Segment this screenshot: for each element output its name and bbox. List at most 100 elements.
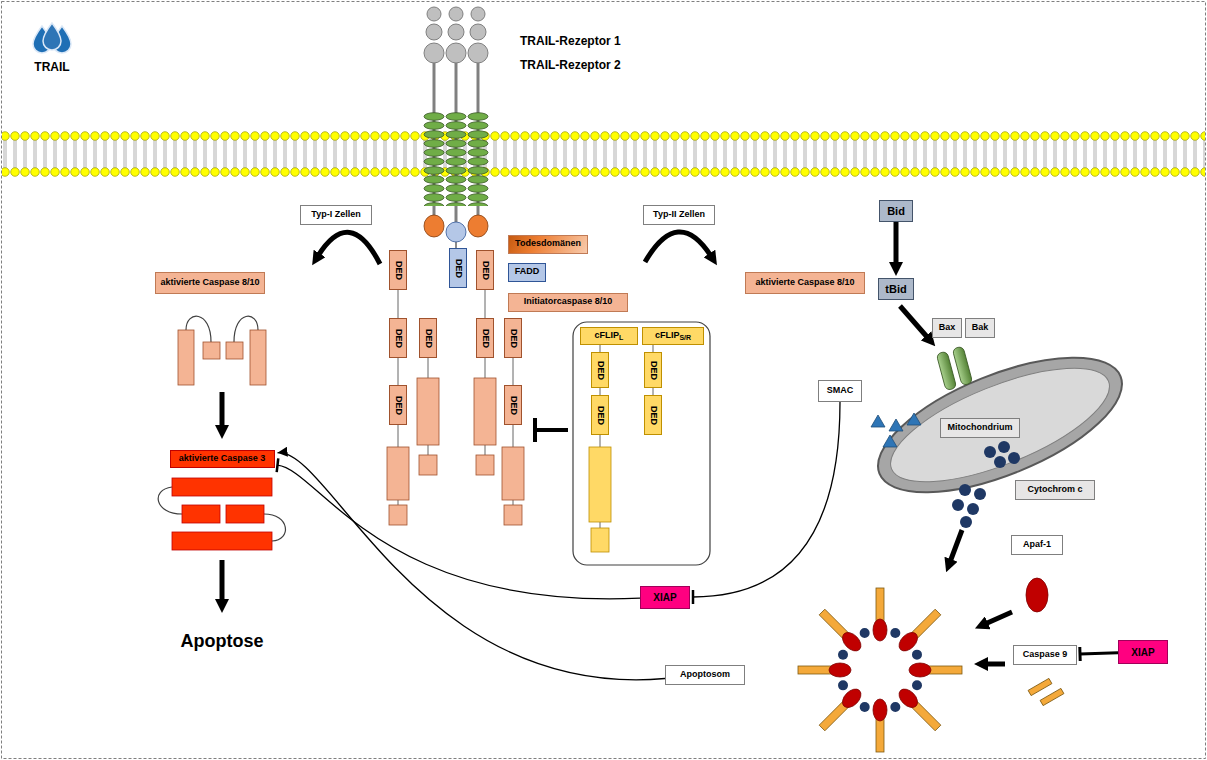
caspase3-subunit (182, 505, 220, 523)
ded-domain: DED (504, 385, 522, 425)
cytochrome-dot (967, 503, 979, 515)
type1-arrow (318, 232, 380, 264)
subscript-text: S/R (679, 334, 691, 342)
inhibition-connector (1080, 653, 1118, 654)
apoptosome-unit (909, 663, 962, 690)
node-text: DED (509, 328, 518, 347)
ded-domain: DED (389, 318, 407, 358)
node-text: Typ-I Zellen (311, 210, 360, 220)
node-text: DED (424, 328, 433, 347)
cell-membrane (2, 131, 1205, 177)
type2-arrow (645, 232, 711, 262)
node-text: Bak (972, 323, 989, 333)
apoptosome-unit (798, 650, 851, 677)
node-text: DED (649, 360, 658, 379)
key-box: FADD (508, 263, 546, 282)
node-text: XIAP (1131, 647, 1154, 658)
ded-domain: DED (476, 318, 494, 358)
inhibitor-box: XIAP (640, 586, 690, 609)
receptor-domain (426, 24, 442, 40)
protein-box: Cytochrom c (1015, 480, 1095, 500)
trail-receptor (423, 7, 489, 250)
caspase9-symbol (1040, 688, 1064, 705)
small-subunit (419, 455, 437, 475)
receptor-domain (446, 43, 466, 63)
node-text: Bax (939, 323, 956, 333)
large-subunit (589, 447, 611, 522)
protein-box: Bid (879, 200, 913, 222)
caspase3-subunit (172, 478, 272, 496)
smac-triangle (907, 413, 921, 425)
node-text: aktivierte Caspase 8/10 (160, 278, 259, 288)
ligand-drop (43, 23, 61, 50)
label-box: Apaf-1 (1011, 535, 1063, 555)
bak-pore (952, 346, 972, 386)
inhibition-bar (692, 590, 695, 604)
transmembrane-stack (423, 112, 445, 206)
block-arrow (985, 662, 1005, 667)
activation-arrow (894, 222, 899, 265)
inhibition-connector (278, 465, 641, 599)
inner-membrane (877, 345, 1123, 505)
smac-triangle (871, 415, 885, 427)
small-subunit (389, 505, 407, 525)
ded-domain: DED (644, 395, 662, 435)
smac-molecules (871, 413, 921, 447)
node-text: Mitochondrium (948, 423, 1013, 433)
trail-ligand (33, 23, 71, 53)
apoptosome-unit (860, 699, 887, 752)
large-subunit (417, 378, 439, 445)
block-arrow (985, 612, 1012, 624)
block-arrow (900, 306, 928, 338)
node-text: tBid (885, 283, 906, 295)
subscript-text: L (619, 334, 623, 342)
cytochrome-dot (984, 446, 996, 458)
node-text: DED (596, 405, 605, 424)
ded-domain: DED (449, 248, 467, 288)
node-text: cFLIP (595, 331, 620, 341)
small-subunit (203, 342, 220, 359)
large-subunit (474, 378, 496, 445)
caspase-chains (387, 250, 524, 525)
receptor-domain (427, 7, 441, 21)
ded-domain: DED (591, 352, 609, 388)
block-arrow (220, 560, 225, 602)
receptor-domain (468, 43, 488, 63)
node-text: Typ-II Zellen (653, 210, 705, 220)
ded-domain: DED (504, 318, 522, 358)
smac-triangle (889, 419, 903, 431)
cflip-box: cFLIPS/R (642, 327, 704, 345)
node-text: Bid (887, 205, 905, 217)
ded-domain: DED (476, 250, 494, 290)
node-text: DED (394, 260, 403, 279)
apoptosome-unit (896, 607, 953, 664)
death-domain (468, 215, 488, 237)
cytochrome-dot (998, 441, 1010, 453)
bax-pore (936, 351, 956, 391)
apaf1-symbol (1026, 578, 1048, 612)
text-label: TRAIL-Rezeptor 2 (520, 59, 621, 73)
node-text: Todesdomänen (515, 239, 581, 249)
node-text: FADD (515, 267, 540, 277)
protein-box: Bax (932, 318, 962, 338)
node-text: DED (481, 260, 490, 279)
death-domain (424, 215, 444, 237)
activation-arrow (278, 453, 666, 680)
ded-domain: DED (389, 385, 407, 425)
node-text: Cytochrom c (1027, 485, 1082, 495)
protein-box: tBid (878, 278, 914, 300)
receptor-domain (448, 24, 464, 40)
apoptosome-unit (817, 598, 874, 655)
receptor-domain (449, 7, 463, 21)
text-label: Apoptose (181, 631, 264, 652)
receptor-domain (424, 43, 444, 63)
label-box: Typ-I Zellen (300, 205, 372, 225)
label-box: SMAC (818, 380, 862, 402)
ded-domain: DED (644, 352, 662, 388)
key-box: Todesdomänen (508, 235, 588, 254)
caspase-box: aktivierte Caspase 8/10 (155, 272, 265, 294)
inhibitor-box: XIAP (1118, 640, 1168, 664)
cytochrome-dot (1008, 452, 1020, 464)
